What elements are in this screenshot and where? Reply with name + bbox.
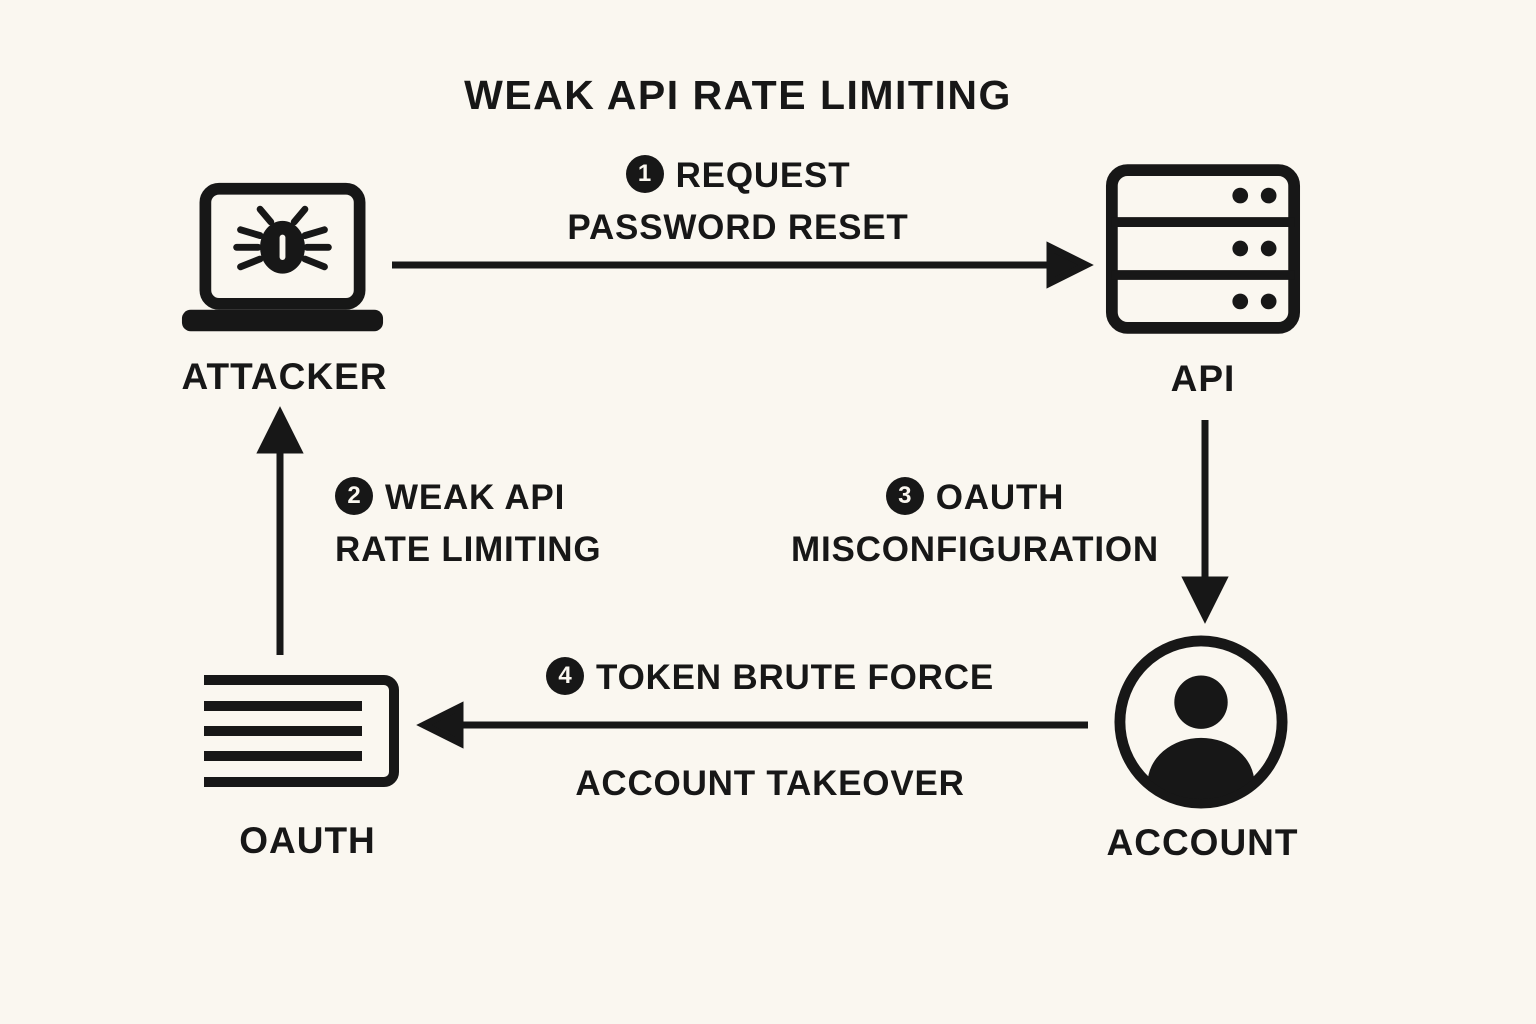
step3-text: OAUTH [935,478,1065,517]
server-icon [1105,164,1301,334]
api-label: API [1170,358,1236,399]
arrow-attacker-to-api [392,241,1094,289]
step1-label: 1 REQUEST PASSWORD RESET [428,150,1048,254]
attacker-label: ATTACKER [181,356,388,397]
laptop-bug-icon [181,182,384,332]
step3-number-badge: 3 [885,476,924,515]
step1-line2: PASSWORD RESET [567,208,909,247]
diagram-title: WEAK API RATE LIMITING [464,72,1012,118]
step2-line1: 2 WEAK API [335,472,755,524]
arrow-api-to-account [1181,420,1229,624]
oauth-label: OAUTH [239,820,376,861]
step4-text: TOKEN BRUTE FORCE [596,658,994,697]
step2-line2: RATE LIMITING [335,530,602,569]
arrow-oauth-to-attacker [256,406,304,655]
step3-line1: 3 OAUTH [720,472,1230,524]
step2-text: WEAK API [385,478,566,517]
step4-label: 4 TOKEN BRUTE FORCE [470,652,1070,704]
step1-number-badge: 1 [625,154,664,193]
document-lines-icon [204,675,399,787]
user-circle-icon [1114,635,1288,809]
account-label: ACCOUNT [1106,822,1299,863]
account-takeover-label: ACCOUNT TAKEOVER [575,764,965,803]
step2-number-badge: 2 [335,476,373,515]
step4-number-badge: 4 [546,656,585,695]
step1-line1: 1 REQUEST [428,150,1048,202]
step2-label: 2 WEAK API RATE LIMITING [335,472,755,576]
step1-text: REQUEST [675,156,851,195]
step3-label: 3 OAUTH MISCONFIGURATION [720,472,1230,576]
arrow-account-to-oauth [416,701,1088,749]
step3-line2: MISCONFIGURATION [791,530,1159,569]
